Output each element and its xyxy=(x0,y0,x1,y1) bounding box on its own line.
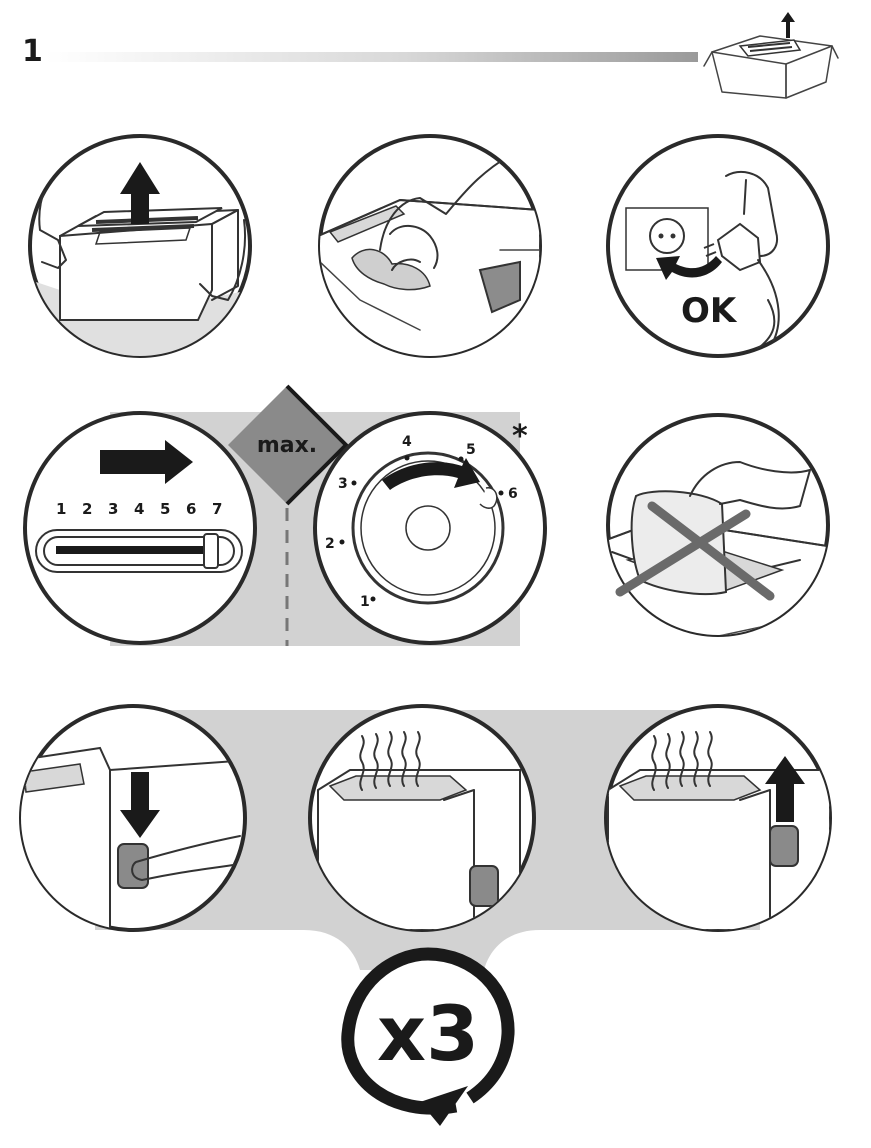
svg-text:4: 4 xyxy=(402,434,412,450)
svg-text:6: 6 xyxy=(186,500,196,518)
svg-text:3: 3 xyxy=(108,500,118,518)
svg-text:5: 5 xyxy=(160,500,170,518)
browning-slider-panel: 1 2 3 4 5 6 7 xyxy=(25,413,255,643)
press-lever-panel xyxy=(20,706,250,930)
toasting-panel xyxy=(310,706,534,930)
asterisk-note: * xyxy=(512,419,528,454)
plug-in-panel: OK xyxy=(608,136,828,370)
step-header: 1 xyxy=(22,12,838,98)
browning-slider xyxy=(36,530,242,572)
repeat-count: x3 xyxy=(377,989,479,1078)
svg-text:5: 5 xyxy=(466,442,476,458)
slider-knob xyxy=(204,534,218,568)
unbox-icon xyxy=(704,12,838,98)
dial-knob xyxy=(406,506,450,550)
wipe-toaster-panel xyxy=(318,136,540,360)
svg-text:6: 6 xyxy=(508,486,518,502)
svg-text:7: 7 xyxy=(212,500,222,518)
svg-text:max.: max. xyxy=(257,433,317,458)
step-number: 1 xyxy=(22,34,43,69)
header-bar xyxy=(46,52,698,62)
svg-text:3: 3 xyxy=(338,476,348,492)
svg-text:2: 2 xyxy=(82,500,92,518)
lift-toaster-panel xyxy=(30,136,250,360)
browning-dial-panel: 1 2 3 4 5 6 xyxy=(315,413,545,643)
repeat-badge: x3 xyxy=(348,954,508,1126)
no-paper-panel xyxy=(606,415,840,640)
svg-text:1: 1 xyxy=(360,594,370,610)
svg-text:2: 2 xyxy=(325,536,335,552)
svg-text:4: 4 xyxy=(134,500,144,518)
ok-label: OK xyxy=(681,291,738,331)
svg-text:1: 1 xyxy=(56,500,66,518)
pop-up-panel xyxy=(606,706,830,930)
